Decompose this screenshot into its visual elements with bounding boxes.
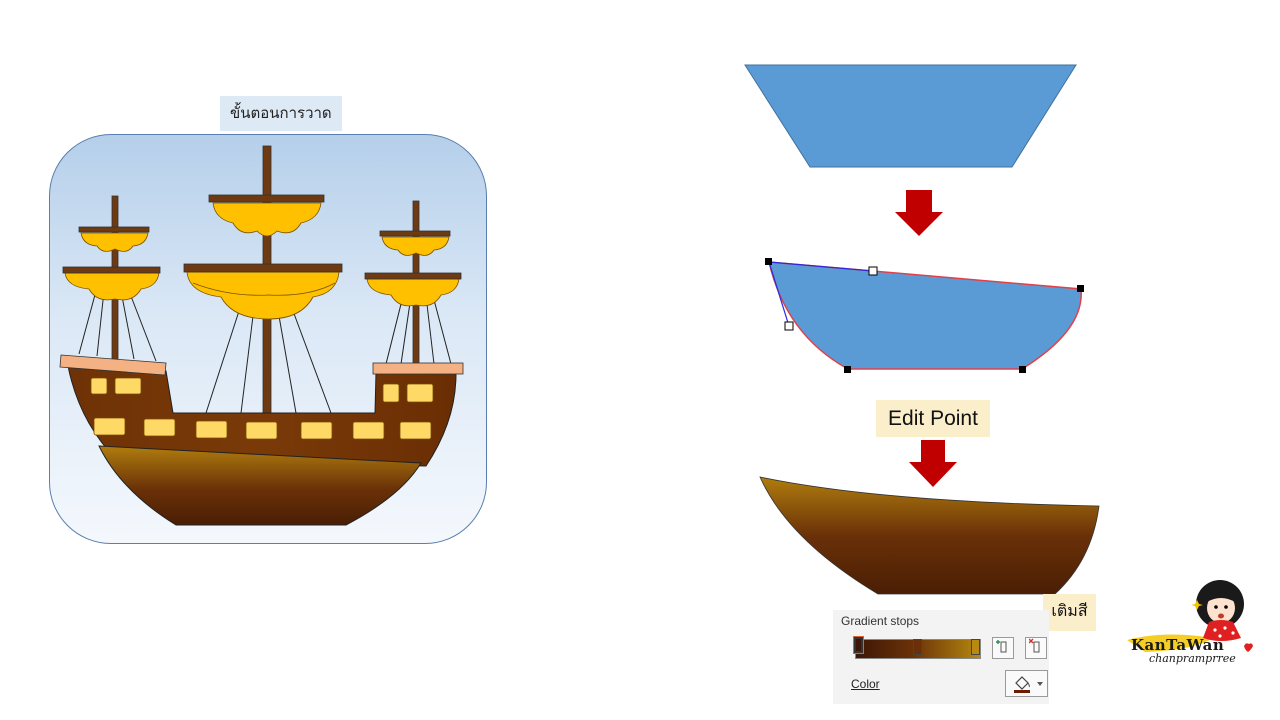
gradient-stops-panel: Gradient stops Color [833,610,1049,704]
rigging-lines [78,290,452,414]
main-mast-sails [183,194,343,320]
shape-steps-diagram [744,64,1100,595]
logo-name: KanTaWan [1131,636,1225,654]
edit-point-shape[interactable] [765,258,1084,373]
mizzen-mast-sails [364,230,462,307]
kantawan-logo: KanTaWan chanpramprree [1125,578,1255,673]
remove-gradient-stop-icon [1028,638,1040,653]
logo-subtitle: chanpramprree [1149,652,1236,665]
paint-bucket-icon [1014,676,1043,693]
fore-deck-plank [59,354,167,376]
chevron-down-icon [1037,682,1043,686]
aft-deck-plank [372,362,464,375]
gradient-stops-title: Gradient stops [841,614,920,628]
fill-color-label: เติมสี [1043,594,1096,631]
drawing-steps-caption: ขั้นตอนการวาด [220,96,342,131]
color-label: Color [851,677,880,691]
ship-windows [90,377,434,440]
add-gradient-stop-button[interactable] [992,637,1014,659]
edit-point-label: Edit Point [876,400,990,437]
ship-illustration-frame [49,134,487,544]
trapezoid-shape[interactable] [744,64,1077,168]
gradient-filled-hull[interactable] [759,476,1100,595]
down-arrow-icon [909,440,957,487]
down-arrow-icon [895,190,943,236]
remove-gradient-stop-button[interactable] [1025,637,1047,659]
gradient-stop-1[interactable] [853,636,864,654]
cartoon-girl-logo-icon [1127,580,1253,652]
gradient-stop-3[interactable] [971,639,980,655]
ship-lower-hull [98,445,422,526]
gradient-stop-2[interactable] [913,639,922,655]
ship-illustration [59,145,464,526]
fill-color-dropdown[interactable] [1005,670,1048,697]
add-gradient-stop-icon [996,640,1007,653]
fore-mast-sails [62,226,161,301]
